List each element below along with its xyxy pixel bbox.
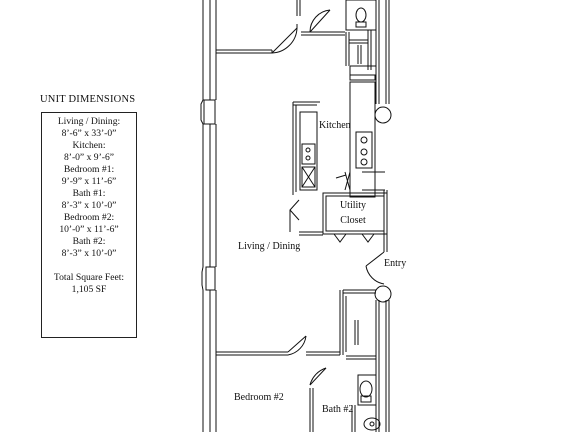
entry-label: Entry xyxy=(384,258,407,269)
dim-row: Kitchen: xyxy=(72,140,106,151)
structural-column xyxy=(374,285,392,303)
kitchen-label: Kitchen xyxy=(319,120,351,131)
lower-partition-wall xyxy=(216,289,376,432)
dim-row: 10’-0” x 11’-6” xyxy=(59,224,119,235)
total-square-feet-value: 1,105 SF xyxy=(71,284,107,295)
dim-row: Living / Dining: xyxy=(57,116,121,127)
dim-row: Bedroom #1: xyxy=(63,164,115,175)
dim-row: 8’-0” x 9’-6” xyxy=(63,152,115,163)
total-square-feet-label: Total Square Feet: xyxy=(53,272,125,283)
living-dining-label: Living / Dining xyxy=(238,241,301,252)
dim-row: 8’-3” x 10’-0” xyxy=(61,248,117,259)
unit-dimensions-table: Living / Dining: 8’-6” x 33’-0” Kitchen:… xyxy=(41,112,137,338)
utility-closet-label: Utility Closet xyxy=(330,200,376,227)
utility-label-line2: Closet xyxy=(340,215,366,226)
bedroom-2-label: Bedroom #2 xyxy=(234,392,284,403)
entry-door xyxy=(365,251,385,285)
unit-dimensions-heading: UNIT DIMENSIONS xyxy=(40,94,136,105)
exterior-wall xyxy=(200,0,217,432)
utility-closet xyxy=(289,192,388,243)
kitchen-area xyxy=(292,65,385,198)
bath-2-label: Bath #2 xyxy=(322,404,354,415)
dim-row: 8’-3” x 10’-0” xyxy=(61,200,117,211)
dim-row: Bedroom #2: xyxy=(63,212,115,223)
structural-column xyxy=(374,106,392,124)
right-wall xyxy=(375,0,390,432)
dim-row: 9’-9” x 11’-6” xyxy=(61,176,117,187)
upper-bath xyxy=(345,0,377,70)
bath-2-fixtures xyxy=(346,355,381,432)
dim-row: Bath #2: xyxy=(72,236,106,247)
dim-row: 8’-6” x 33’-0” xyxy=(61,128,117,139)
upper-partition-wall xyxy=(216,0,345,54)
utility-label-line1: Utility xyxy=(339,200,367,211)
dim-row: Bath #1: xyxy=(72,188,106,199)
